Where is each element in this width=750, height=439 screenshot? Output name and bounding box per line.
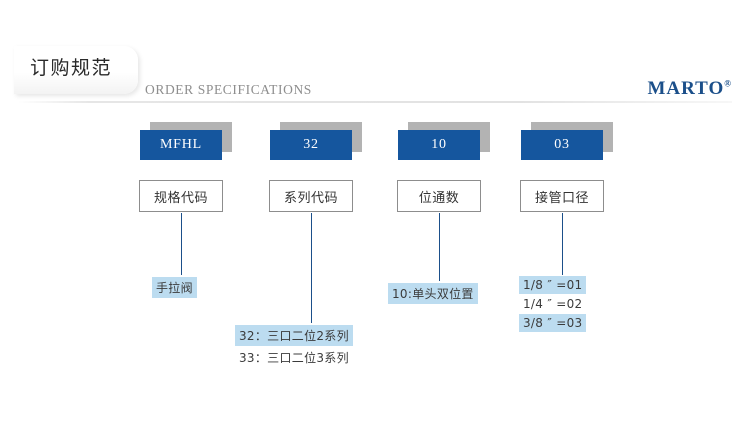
connector-line-3 [439, 213, 440, 281]
annotation-item: 10:单头双位置 [388, 283, 478, 304]
connector-line-4 [562, 213, 563, 275]
brand-logo: MARTO® [647, 78, 732, 100]
annotation-group-1: 手拉阀 [152, 277, 197, 299]
label-box-1: 规格代码 [139, 180, 223, 212]
code-chip-4[interactable]: 03 [521, 130, 603, 160]
annotation-item: 32：三口二位2系列 [235, 325, 353, 346]
code-chip-wrap-3: 10 [398, 122, 490, 162]
registered-trademark-icon: ® [724, 78, 732, 89]
annotation-item: 手拉阀 [152, 277, 197, 298]
label-box-4: 接管口径 [520, 180, 604, 212]
code-chip-wrap-1: MFHL [140, 122, 232, 162]
page-title: 订购规范 [30, 57, 113, 79]
code-chip-1[interactable]: MFHL [140, 130, 222, 160]
annotation-item: 33：三口二位3系列 [239, 351, 349, 365]
title-plate [14, 46, 138, 94]
page-subtitle: ORDER SPECIFICATIONS [145, 82, 312, 97]
code-chip-wrap-2: 32 [270, 122, 362, 162]
annotation-item: 3/8 ″ =03 [519, 314, 587, 332]
annotation-item: 1/8 ″ =01 [519, 276, 587, 294]
brand-name: MARTO [647, 78, 725, 99]
page-header: 订购规范 ORDER SPECIFICATIONS MARTO® [0, 0, 750, 108]
code-chip-2[interactable]: 32 [270, 130, 352, 160]
annotation-group-4: 1/8 ″ =01 1/4 ″ =02 3/8 ″ =03 [519, 276, 587, 333]
label-box-3: 位通数 [397, 180, 481, 212]
connector-line-1 [181, 213, 182, 275]
label-box-2: 系列代码 [269, 180, 353, 212]
annotation-group-3: 10:单头双位置 [388, 283, 478, 305]
annotation-group-2: 32：三口二位2系列 33：三口二位3系列 [235, 325, 353, 369]
connector-line-2 [311, 213, 312, 323]
annotation-item: 1/4 ″ =02 [523, 297, 583, 311]
code-chip-3[interactable]: 10 [398, 130, 480, 160]
order-specification-diagram: MFHL 规格代码 手拉阀 32 系列代码 32：三口二位2系列 33：三口二位… [0, 108, 750, 439]
header-divider [18, 101, 732, 103]
code-chip-wrap-4: 03 [521, 122, 613, 162]
